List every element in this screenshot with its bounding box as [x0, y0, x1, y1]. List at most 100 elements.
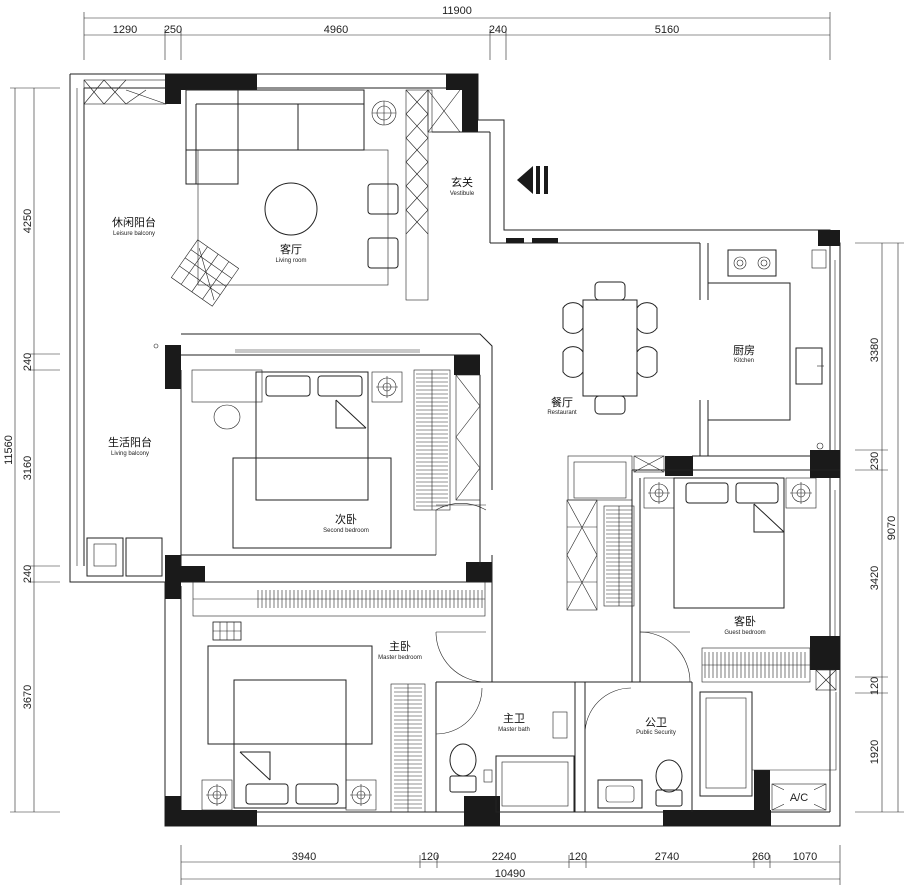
ac-label: A/C	[790, 792, 808, 804]
dim-left-4: 240	[22, 565, 34, 583]
lounge-chair	[170, 239, 240, 307]
lamp-icon	[371, 100, 397, 126]
room-label-second-bedroom: 次卧	[335, 512, 357, 526]
drain-marker	[816, 442, 824, 450]
room-sublabel-master-bath: Master bath	[498, 727, 530, 733]
basin	[605, 785, 635, 803]
sink-icon	[597, 779, 643, 809]
dim-left-3: 3160	[22, 456, 34, 480]
dim-bottom-3: 2240	[492, 851, 516, 863]
room-sublabel-master-bedroom: Master bedroom	[378, 655, 422, 661]
wardrobe-icon	[413, 369, 481, 511]
room-sublabel-kitchen: Kitchen	[734, 358, 754, 364]
dim-top-1: 1290	[113, 24, 137, 36]
entrance-arrow-icon	[517, 166, 548, 194]
door-swing-icon	[435, 687, 483, 735]
drain-marker	[153, 343, 159, 349]
dim-bottom-1: 3940	[292, 851, 316, 863]
wall-blocks	[165, 74, 840, 826]
dim-left-2: 240	[22, 353, 34, 371]
door-swing-icon	[584, 687, 632, 735]
windows	[76, 88, 836, 636]
floor-grid-icon	[212, 621, 242, 641]
kitchen-counter	[708, 282, 791, 421]
bathtub-icon	[495, 755, 575, 813]
sink-icon	[552, 711, 568, 739]
dim-right-total: 9070	[886, 516, 898, 540]
room-label-public-security: 公卫	[645, 716, 667, 729]
room-sublabel-restaurant: Restaurant	[547, 410, 577, 416]
interior-walls	[180, 131, 840, 812]
dim-top-total: 11900	[442, 5, 472, 17]
dim-bottom-2: 120	[421, 851, 439, 863]
bathtub-icon	[699, 691, 753, 797]
sofa-icon	[185, 89, 365, 185]
room-label-living-room: 客厅	[280, 242, 302, 256]
wardrobe-icon	[405, 89, 461, 301]
armchair	[367, 183, 399, 215]
door-swing-icon	[435, 631, 487, 683]
water-heater	[811, 249, 827, 269]
room-label-master-bath: 主卫	[503, 712, 525, 725]
dim-right-4: 120	[869, 677, 881, 695]
living-rug	[197, 149, 389, 286]
dim-bottom-5: 2740	[655, 851, 679, 863]
sideboard	[567, 455, 665, 501]
desk	[191, 369, 263, 403]
room-label-living-balcony: 生活阳台	[108, 435, 152, 449]
left-dimensions	[10, 87, 60, 813]
washing-machine-icon	[86, 537, 124, 577]
shower-valve	[483, 769, 493, 783]
room-sublabel-leisure-balcony: Leisure balcony	[113, 231, 155, 237]
room-sublabel-living-balcony: Living balcony	[111, 451, 149, 457]
sink-icon	[125, 537, 163, 577]
dim-top-2: 250	[164, 24, 182, 36]
room-sublabel-living-room: Living room	[275, 258, 306, 264]
toilet-icon	[449, 743, 477, 793]
ac-unit	[752, 669, 837, 811]
dim-right-3: 3420	[869, 566, 881, 590]
top-dimensions	[83, 12, 831, 60]
dim-right-1: 3380	[869, 338, 881, 362]
room-label-master-bedroom: 主卧	[389, 640, 411, 653]
dim-top-5: 5160	[655, 24, 679, 36]
bed-icon	[207, 645, 373, 809]
dim-left-1: 4250	[22, 209, 34, 233]
bed-icon	[232, 371, 392, 549]
toilet-icon	[655, 759, 683, 807]
door-swing-icon	[435, 503, 487, 555]
ac-label-bg	[784, 789, 814, 805]
entrance-door	[506, 238, 524, 243]
armchair	[367, 237, 399, 269]
dim-right-2: 230	[869, 452, 881, 470]
wardrobe-hangers	[701, 647, 811, 683]
dim-top-4: 240	[489, 24, 507, 36]
desk-chair	[213, 404, 241, 430]
coffee-table	[264, 182, 318, 236]
room-label-leisure-balcony: 休闲阳台	[112, 215, 156, 229]
room-sublabel-guest-bedroom: Guest bedroom	[724, 630, 765, 636]
dining-table-icon	[562, 281, 658, 415]
door-swing-icon	[639, 631, 691, 683]
dim-bottom-4: 120	[569, 851, 587, 863]
dim-right-5: 1920	[869, 740, 881, 764]
room-label-vestibule: 玄关	[451, 175, 473, 189]
stove-burners	[733, 256, 771, 270]
room-sublabel-second-bedroom: Second bedroom	[323, 528, 369, 534]
wardrobe-icon	[566, 499, 635, 611]
room-label-restaurant: 餐厅	[551, 395, 573, 409]
dim-top-3: 4960	[324, 24, 348, 36]
room-label-kitchen: 厨房	[733, 344, 755, 357]
dim-bottom-6: 260	[752, 851, 770, 863]
bathtub-inner	[501, 761, 569, 807]
washing-machine-drum	[93, 543, 117, 567]
lamp-icon	[371, 371, 403, 403]
room-sublabel-public-security: Public Security	[636, 730, 676, 736]
dim-left-5: 3670	[22, 685, 34, 709]
stove-icon	[727, 249, 777, 277]
entrance-door	[532, 238, 558, 243]
dim-bottom-7: 1070	[793, 851, 817, 863]
dim-left-total: 11560	[3, 435, 15, 465]
lamp-icon	[643, 477, 817, 509]
